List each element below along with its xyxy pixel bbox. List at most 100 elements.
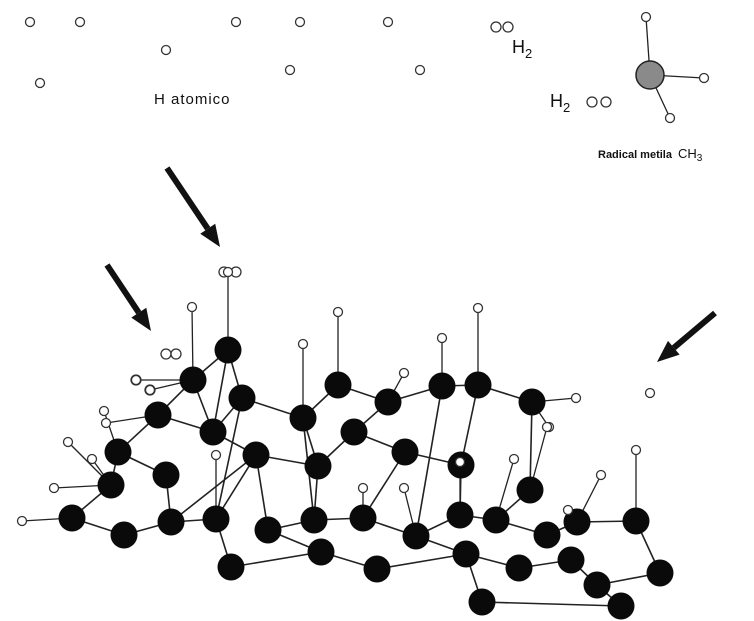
carbon-atom xyxy=(214,336,242,364)
surface-hydrogen-atom xyxy=(48,482,60,494)
carbon-atom xyxy=(646,559,674,587)
surface-hydrogen-atom xyxy=(86,453,98,465)
carbon-atom xyxy=(516,476,544,504)
carbon-atom xyxy=(452,540,480,568)
surface-hydrogen-atom xyxy=(62,436,74,448)
carbon-atom xyxy=(289,404,317,432)
carbon-atom xyxy=(202,505,230,533)
free-hydrogen-atom xyxy=(644,387,656,399)
h2-hydrogen-atom xyxy=(160,348,172,360)
surface-hydrogen-atom xyxy=(144,384,156,396)
h2-hydrogen-atom xyxy=(170,348,182,360)
surface-hydrogen-atom xyxy=(541,421,553,433)
carbon-atom xyxy=(228,384,256,412)
carbon-atom xyxy=(307,538,335,566)
carbon-atom xyxy=(217,553,245,581)
carbon-atom xyxy=(340,418,368,446)
reaction-arrows xyxy=(104,166,717,362)
carbon-atom xyxy=(304,452,332,480)
lattice-bond xyxy=(529,401,533,491)
methyl-radical-molecule xyxy=(635,11,710,124)
carbon-atom xyxy=(563,508,591,536)
carbon-atom xyxy=(179,366,207,394)
carbon-atom xyxy=(374,388,402,416)
free-hydrogen-atom xyxy=(414,64,426,76)
carbon-atom xyxy=(505,554,533,582)
carbon-atom xyxy=(428,372,456,400)
carbon-atom xyxy=(324,371,352,399)
carbon-atom xyxy=(300,506,328,534)
surface-hydrogen-atom xyxy=(16,515,28,527)
carbon-atom xyxy=(152,461,180,489)
carbon-atom xyxy=(157,508,185,536)
free-hydrogen-atom xyxy=(74,16,86,28)
carbon-atom xyxy=(58,504,86,532)
surface-hydrogen-atom xyxy=(357,482,369,494)
lattice-bond xyxy=(170,454,257,523)
lattice-bond xyxy=(230,551,322,568)
carbon-atom xyxy=(446,501,474,529)
free-hydrogen-atom xyxy=(284,64,296,76)
carbon-atom xyxy=(242,441,270,469)
surface-hydrogen-atom xyxy=(222,266,234,278)
carbon-atom xyxy=(97,471,125,499)
carbon-atom xyxy=(144,401,172,429)
surface-hydrogen-atom xyxy=(630,444,642,456)
lattice-bond xyxy=(215,397,243,520)
lattice-bond xyxy=(376,553,467,570)
carbon-atom xyxy=(110,521,138,549)
surface-hydrogen-atom xyxy=(98,405,110,417)
free-hydrogen-atom xyxy=(24,16,36,28)
lattice-bond xyxy=(460,384,479,466)
lattice-bond xyxy=(415,385,443,537)
carbon-atoms xyxy=(58,336,674,620)
surface-hydrogen-atom xyxy=(210,449,222,461)
carbon-atom xyxy=(391,438,419,466)
carbon-atom xyxy=(104,438,132,466)
carbon-atom xyxy=(363,555,391,583)
methyl-hydrogen xyxy=(698,72,710,84)
free-hydrogen-atom xyxy=(382,16,394,28)
carbon-atom xyxy=(199,418,227,446)
carbon-atom xyxy=(482,506,510,534)
methyl-hydrogen xyxy=(640,11,652,23)
arrow-head xyxy=(657,340,680,362)
free-hydrogen-atom xyxy=(160,44,172,56)
surface-hydrogen-atom xyxy=(186,301,198,313)
surface-hydrogen-atom xyxy=(454,456,466,468)
h2-hydrogen-atom xyxy=(600,96,612,108)
free-hydrogen-atom xyxy=(230,16,242,28)
carbon-atom xyxy=(254,516,282,544)
carbon-atom xyxy=(349,504,377,532)
arrow-head xyxy=(200,223,220,247)
atomic-hydrogen-label: H atomico xyxy=(154,91,231,108)
methyl-hydrogen xyxy=(664,112,676,124)
surface-hydrogen-atom xyxy=(398,367,410,379)
carbon-atom xyxy=(583,571,611,599)
h2-hydrogen-atom xyxy=(586,96,598,108)
surface-hydrogen-atom xyxy=(100,417,112,429)
free-hydrogen-atom xyxy=(34,77,46,89)
h2-label-middle: H2 xyxy=(550,91,571,115)
carbon-atom xyxy=(557,546,585,574)
surface-hydrogen-atom xyxy=(398,482,410,494)
surface-hydrogen-atom xyxy=(130,374,142,386)
surface-hydrogen-atom xyxy=(472,302,484,314)
carbon-atom xyxy=(518,388,546,416)
arrow-shaft xyxy=(104,263,142,315)
lattice-bond xyxy=(212,349,229,433)
arrow-shaft xyxy=(671,310,717,351)
carbon-atom xyxy=(607,592,635,620)
carbon-atom xyxy=(464,371,492,399)
surface-hydrogen-atom xyxy=(332,306,344,318)
surface-hydrogen-atom xyxy=(436,332,448,344)
surface-hydrogen-atom xyxy=(297,338,309,350)
carbon-atom xyxy=(533,521,561,549)
h2-label-top: H2 xyxy=(512,37,533,61)
arrow-head xyxy=(131,307,151,331)
arrow-shaft xyxy=(164,166,211,231)
surface-hydrogen-atom xyxy=(508,453,520,465)
lattice-bond xyxy=(481,601,622,607)
carbon-atom xyxy=(402,522,430,550)
